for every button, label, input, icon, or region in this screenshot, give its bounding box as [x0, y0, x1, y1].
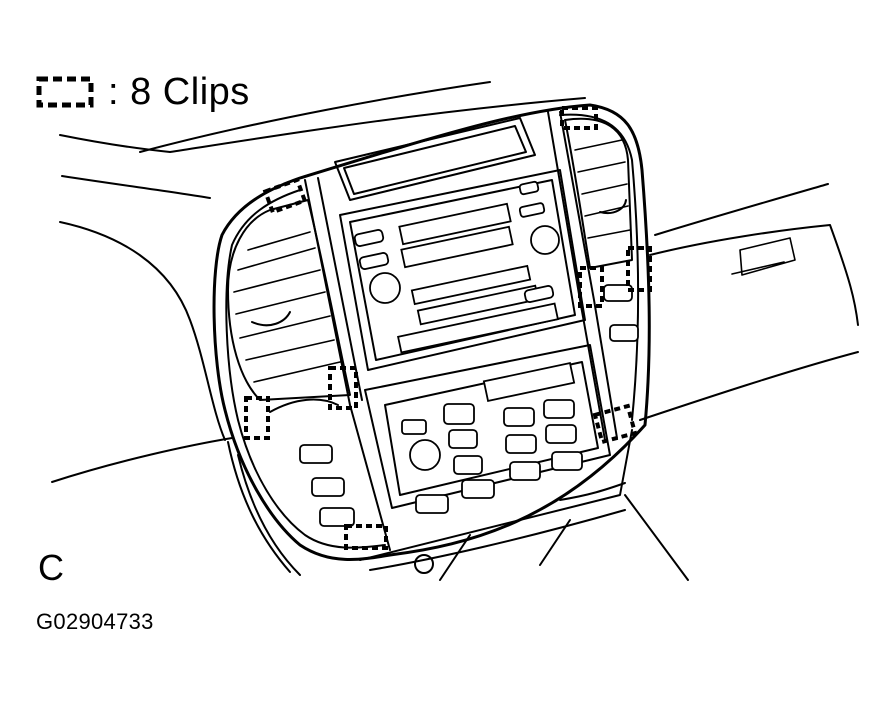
climate-display: [482, 362, 576, 402]
clip-location: [344, 524, 388, 550]
dash-top-line-2: [59, 97, 586, 153]
right-switch: [609, 324, 639, 342]
right-vent-louver: [577, 161, 626, 173]
audio-button: [353, 229, 385, 247]
volume-knob: [369, 272, 401, 304]
figure-code: G02904733: [36, 609, 154, 634]
clip-location: [262, 177, 308, 215]
audio-display: [398, 202, 512, 246]
climate-button: [543, 399, 575, 419]
console-bottom-4: [559, 482, 626, 501]
clip-location: [578, 266, 604, 308]
climate-button: [415, 494, 449, 514]
bezel-outer: [212, 103, 651, 561]
preset-button: [410, 264, 532, 306]
bezel-inner: [225, 189, 386, 549]
audio-button: [523, 285, 555, 303]
view-letter: C: [38, 547, 64, 588]
right-vent-louver: [587, 229, 631, 239]
left-vent-tab: [251, 311, 291, 327]
climate-button: [448, 429, 478, 449]
right-switch: [603, 284, 633, 302]
console-bottom: [359, 429, 633, 561]
clip-legend: : 8 Clips: [36, 72, 250, 112]
console-bottom-2: [369, 509, 626, 571]
center-left-rail-2: [317, 177, 363, 401]
left-vent-louver: [253, 361, 341, 383]
right-vent-louver: [574, 139, 623, 151]
console-knob: [414, 554, 434, 574]
dash-left-down: [227, 441, 291, 573]
left-vent-louver: [235, 291, 326, 315]
top-display: [334, 117, 536, 201]
preset-button: [397, 302, 559, 354]
clip-location: [626, 246, 652, 292]
climate-button: [509, 461, 541, 481]
clip-legend-label: : 8 Clips: [108, 71, 250, 113]
right-vent-louver: [581, 183, 628, 195]
audio-button: [518, 180, 540, 196]
right-vent-frame: [564, 117, 633, 269]
left-switch: [319, 507, 355, 527]
clip-location: [560, 106, 598, 130]
left-switch: [311, 477, 345, 497]
climate-button: [401, 419, 427, 435]
center-right-rail: [547, 111, 606, 441]
dash-right-lower: [639, 351, 859, 421]
climate-unit: [364, 344, 611, 509]
climate-button: [503, 407, 535, 427]
tune-knob: [530, 225, 560, 255]
left-vent-frame: [227, 199, 351, 401]
glovebox-handle: [731, 237, 796, 276]
audio-unit: [339, 169, 586, 371]
dash-top-line: [139, 81, 491, 153]
climate-button: [461, 479, 495, 499]
left-vent-louver: [247, 231, 311, 251]
audio-display-2: [400, 225, 514, 269]
left-vent-louver: [245, 339, 335, 361]
top-display-inner: [343, 125, 527, 195]
climate-button: [505, 434, 537, 454]
dash-top-line-3: [61, 175, 211, 199]
dashed-clip-box-icon: [36, 76, 94, 108]
temp-knob: [409, 439, 441, 471]
left-switch: [299, 444, 333, 464]
climate-button: [443, 403, 475, 425]
left-vent-louver: [233, 269, 321, 293]
left-vent-louver: [239, 315, 331, 339]
climate-button: [453, 455, 483, 475]
dash-left-down-2: [237, 454, 301, 576]
left-vent-lower: [269, 398, 339, 413]
center-right-rail-2: [559, 111, 618, 439]
dash-right-top: [654, 183, 829, 236]
audio-unit-inner: [349, 179, 576, 361]
dash-left-curve: [59, 221, 226, 441]
climate-button: [545, 424, 577, 444]
clip-location: [328, 366, 358, 410]
left-vent-louver: [237, 247, 316, 271]
clip-location: [244, 396, 270, 440]
clip-location: [592, 403, 638, 445]
console-bottom-3: [439, 519, 571, 581]
right-vent-tab: [599, 199, 627, 214]
dash-right-diag: [624, 494, 689, 581]
bezel-inner-right: [559, 113, 639, 421]
climate-button: [551, 451, 583, 471]
audio-button: [518, 202, 546, 218]
audio-button: [358, 252, 390, 270]
dash-left-lower: [51, 437, 233, 483]
dash-right-mid: [649, 224, 859, 326]
